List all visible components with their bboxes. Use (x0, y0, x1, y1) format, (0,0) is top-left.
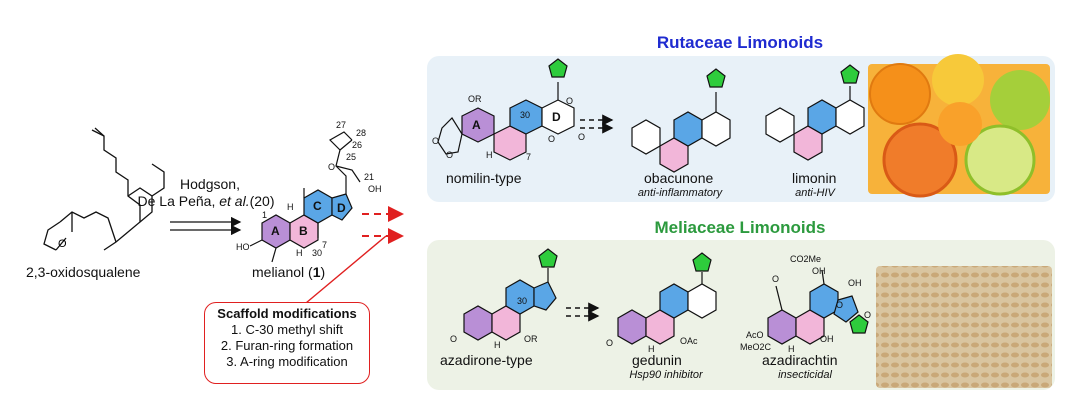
neem-seed-photo (876, 266, 1052, 388)
atom-28: 28 (356, 128, 367, 138)
atom-1: 1 (262, 210, 268, 220)
furan-azadirone (538, 248, 558, 268)
furan-nomilin (548, 58, 568, 78)
limonin-structure (765, 86, 865, 161)
nomilin-atom-o2: O (446, 150, 454, 160)
melianol-label: melianol (1) (252, 264, 326, 280)
nomilin-ring-a: A (472, 118, 481, 132)
furan-limonin (840, 64, 860, 84)
atom-o: O (328, 162, 336, 172)
gedunin-atom-h: H (648, 344, 655, 354)
gedunin-atom-o: O (606, 338, 614, 348)
ring-d: D (337, 201, 346, 215)
nomilin-atom-o4: O (566, 96, 574, 106)
azadirone-atom-or: OR (524, 334, 538, 344)
nomilin-ring-d: D (552, 110, 561, 124)
oxidosqualene-structure (43, 127, 165, 251)
scaffold-item-2: 2. Furan-ring formation (220, 338, 354, 353)
atom-ho: HO (236, 242, 250, 252)
gedunin-label: gedunin (632, 352, 682, 368)
ring-b: B (299, 224, 308, 238)
azadirachtin-atom-o3: O (864, 310, 872, 320)
meliaceae-title: Meliaceae Limonoids (654, 218, 826, 237)
azadirone-label: azadirone-type (440, 352, 533, 368)
scaffold-item-1: 1. C-30 methyl shift (231, 322, 343, 337)
nomilin-atom-o1: O (432, 136, 440, 146)
atom-30: 30 (312, 248, 323, 258)
furan-azadirachtin (849, 314, 869, 334)
furan-obacunone (706, 68, 726, 88)
nomilin-atom-7: 7 (526, 152, 532, 162)
nomilin-atom-o5: O (578, 132, 586, 142)
nomilin-atom-h: H (486, 150, 493, 160)
limonin-label: limonin (792, 170, 837, 186)
obacunone-structure (631, 92, 731, 173)
oxidosqualene-label: 2,3-oxidosqualene (26, 264, 141, 280)
arrow-reference: De La Peña, et al.(20) (137, 193, 275, 209)
azadirachtin-atom-aco: AcO (746, 330, 764, 340)
azadirone-structure (463, 268, 557, 341)
azadirone-atom-h: H (494, 340, 501, 350)
azadirachtin-atom-oh1: OH (812, 266, 826, 276)
gedunin-activity: Hsp90 inhibitor (629, 369, 703, 381)
atom-26: 26 (352, 140, 363, 150)
azadirone-atom-o: O (450, 334, 458, 344)
azadirachtin-atom-meo2c: MeO2C (740, 342, 772, 352)
citrus-photo (868, 54, 1050, 198)
azadirachtin-atom-oh2: OH (848, 278, 862, 288)
obacunone-label: obacunone (644, 170, 714, 186)
obacunone-activity: anti-inflammatory (637, 187, 723, 199)
azadirone-atom-30: 30 (517, 296, 528, 306)
gedunin-structure (617, 272, 717, 345)
melianol-structure (249, 131, 361, 263)
azadirachtin-atom-h: H (788, 344, 795, 354)
atom-25: 25 (346, 152, 357, 162)
atom-h-2: H (296, 248, 303, 258)
atom-oh: OH (368, 184, 382, 194)
azadirachtin-atom-o1: O (772, 274, 780, 284)
furan-gedunin (692, 252, 712, 272)
ring-a: A (271, 224, 280, 238)
atom-27: 27 (336, 120, 347, 130)
atom-21: 21 (364, 172, 375, 182)
nomilin-atom-o3: O (548, 134, 556, 144)
limonin-activity: anti-HIV (795, 187, 835, 199)
gedunin-atom-oac: OAc (680, 336, 698, 346)
azadirachtin-atom-o2: O (836, 300, 844, 310)
azadirachtin-atom-co2me: CO2Me (790, 254, 822, 264)
nomilin-atom-30: 30 (520, 110, 531, 120)
scaffold-modifications-box: Scaffold modifications 1. C-30 methyl sh… (204, 302, 370, 384)
ring-c: C (313, 199, 322, 213)
azadirachtin-structure (767, 269, 859, 345)
nomilin-structure (437, 82, 575, 161)
azadirachtin-label: azadirachtin (762, 352, 838, 368)
atom-7: 7 (322, 240, 328, 250)
azadirachtin-activity: insecticidal (778, 369, 832, 381)
nomilin-label: nomilin-type (446, 170, 522, 186)
rutaceae-title: Rutaceae Limonoids (656, 33, 824, 52)
scaffold-item-3: 3. A-ring modification (226, 354, 348, 369)
epoxide-o: O (58, 238, 67, 250)
atom-h-1: H (287, 202, 294, 212)
azadirachtin-atom-oh3: OH (820, 334, 834, 344)
scaffold-title: Scaffold modifications (217, 306, 357, 321)
nomilin-atom-or: OR (468, 94, 482, 104)
arrow-author: Hodgson, (180, 176, 240, 192)
